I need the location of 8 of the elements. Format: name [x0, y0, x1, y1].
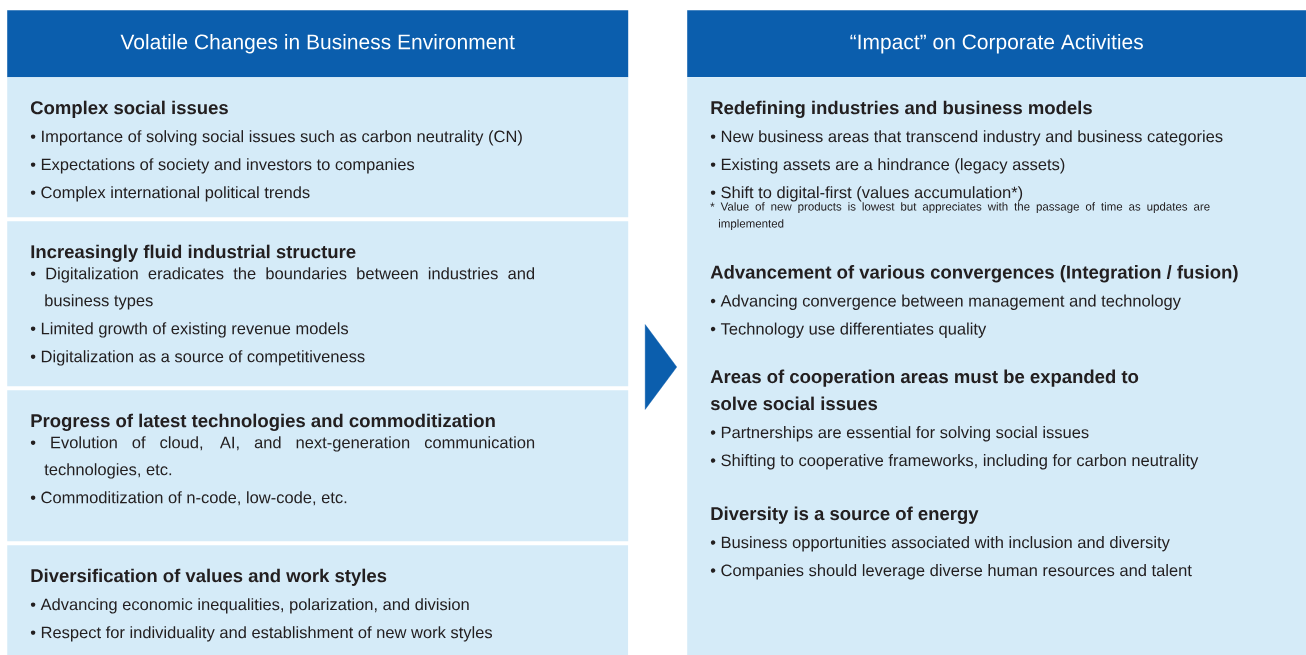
info-card: Complex social issues • Importance of solving social issues such as carbon neutrality (CN) • Expectations of society and investors to companies • Complex international political trends [7, 77, 629, 218]
header-band: “Impact” on Corporate Activities [687, 10, 1306, 78]
info-card: Increasingly fluid industrial structure • Digitalization eradicates the boundaries between industries and business types • Limited growth of existing revenue models • Digitalization as a source of competitiveness [7, 221, 629, 387]
chevron-arrow [644, 324, 677, 410]
header-band: Volatile Changes in Business Environment [7, 10, 629, 78]
info-card: Diversification of values and work styles • Advancing economic inequalities, polarization, and division • Respect for individuality and establishment of new work styles [7, 545, 629, 655]
info-card: Progress of latest technologies and commoditization • Evolution of cloud, AI, and next-generation communication technologies, etc. • Commoditization of n-code, low-code, etc. [7, 390, 629, 542]
info-panel: Redefining industries and business models • New business areas that transcend industry and business categories • Existing assets are a hindrance (legacy assets) • Shift to digital-first (values accumulation*) * Value of new products is lowest but appreciates with the passage of time as updates are implemented Advancement of various convergences (Integration / fusion) • Advancing convergence between management and technology • Technology use differentiates quality Areas of cooperation areas must be expanded to solve social issues • Partnerships are essential for solving social issues • Shifting to cooperative frameworks, including for carbon neutrality Diversity is a source of energy • Business opportunities associated with inclusion and diversity • Companies should leverage diverse human resources and talent [687, 77, 1306, 655]
